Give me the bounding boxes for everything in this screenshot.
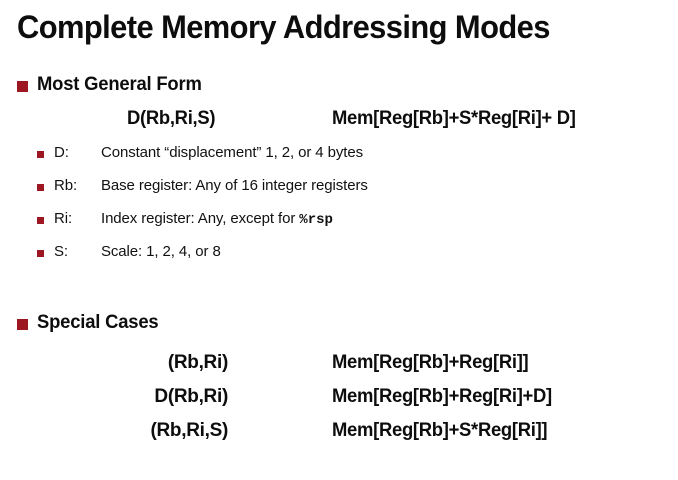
section-heading-label: Special Cases: [37, 312, 159, 333]
definition-description-text: Scale: 1, 2, 4, or 8: [101, 243, 221, 260]
special-case-row: (Rb,Ri,S) Mem[Reg[Rb]+S*Reg[Ri]]: [0, 420, 678, 446]
definition-key: Rb:: [54, 177, 78, 194]
definition-key: Ri:: [54, 210, 73, 227]
special-case-meaning: Mem[Reg[Rb]+S*Reg[Ri]]: [332, 420, 548, 441]
definition-key: S:: [54, 243, 68, 260]
definition-item: Ri: Index register: Any, except for %rsp: [37, 210, 670, 234]
special-case-syntax: (Rb,Ri): [167, 352, 228, 373]
sub-bullet-square-icon: [37, 217, 44, 224]
definition-description: Index register: Any, except for %rsp: [101, 210, 333, 228]
general-form-meaning: Mem[Reg[Rb]+S*Reg[Ri]+ D]: [332, 108, 576, 129]
section-heading-most-general-form: Most General Form: [17, 74, 207, 96]
definition-key: D:: [54, 144, 69, 161]
definition-description: Scale: 1, 2, 4, or 8: [101, 243, 221, 260]
definition-item: S: Scale: 1, 2, 4, or 8: [37, 243, 670, 267]
definition-description-text: Constant “displacement” 1, 2, or 4 bytes: [101, 144, 363, 161]
special-case-row: D(Rb,Ri) Mem[Reg[Rb]+Reg[Ri]+D]: [0, 386, 678, 412]
sub-bullet-square-icon: [37, 184, 44, 191]
definition-item: D: Constant “displacement” 1, 2, or 4 by…: [37, 144, 670, 168]
section-heading-special-cases: Special Cases: [17, 312, 162, 334]
definition-description: Constant “displacement” 1, 2, or 4 bytes: [101, 144, 363, 161]
general-form-syntax: D(Rb,Ri,S): [127, 108, 216, 129]
page-title: Complete Memory Addressing Modes: [17, 9, 550, 45]
definition-description: Base register: Any of 16 integer registe…: [101, 177, 368, 194]
special-case-row: (Rb,Ri) Mem[Reg[Rb]+Reg[Ri]]: [0, 352, 678, 378]
bullet-square-icon: [17, 80, 28, 92]
definition-description-text: Index register: Any, except for: [101, 210, 300, 227]
bullet-square-icon: [17, 318, 28, 330]
definition-item: Rb: Base register: Any of 16 integer reg…: [37, 177, 670, 201]
special-case-syntax: (Rb,Ri,S): [150, 420, 228, 441]
general-form-row: D(Rb,Ri,S) Mem[Reg[Rb]+S*Reg[Ri]+ D]: [0, 108, 678, 134]
register-code-rsp: %rsp: [299, 212, 333, 228]
sub-bullet-square-icon: [37, 151, 44, 158]
definition-description-text: Base register: Any of 16 integer registe…: [101, 177, 368, 194]
section-heading-label: Most General Form: [37, 74, 202, 95]
special-case-meaning: Mem[Reg[Rb]+Reg[Ri]]: [332, 352, 529, 373]
sub-bullet-square-icon: [37, 250, 44, 257]
special-case-syntax: D(Rb,Ri): [154, 386, 228, 407]
special-case-meaning: Mem[Reg[Rb]+Reg[Ri]+D]: [332, 386, 552, 407]
